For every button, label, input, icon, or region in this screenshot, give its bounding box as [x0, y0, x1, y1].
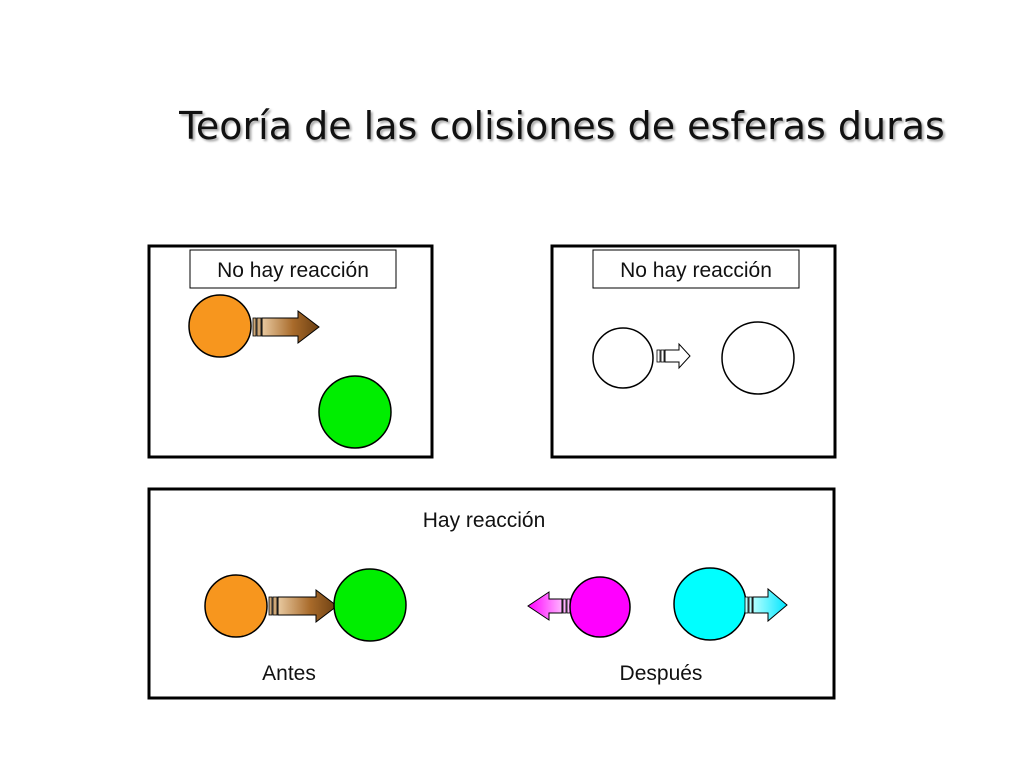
white-sphere-left — [592, 327, 654, 389]
brown-arrow-icon — [252, 309, 320, 345]
magenta-sphere — [569, 576, 631, 638]
brown-arrow-icon — [268, 588, 338, 624]
before-label: Antes — [262, 662, 316, 685]
after-label: Después — [620, 662, 703, 685]
orange-sphere — [204, 574, 268, 638]
label-box — [592, 249, 800, 289]
white-sphere-right — [721, 321, 795, 395]
panel-no-reaction-left: No hay reacción — [147, 244, 434, 459]
panel-label: No hay reacción — [620, 259, 772, 282]
panel-label: Hay reacción — [423, 509, 546, 532]
cyan-arrow-icon — [744, 587, 788, 623]
magenta-arrow-icon — [527, 591, 571, 621]
panel-reaction: Hay reacción Antes Después — [147, 487, 836, 700]
orange-sphere — [188, 294, 252, 358]
slide-title: Teoría de las colisiones de esferas dura… — [179, 104, 945, 148]
panel-no-reaction-right: No hay reacción — [550, 244, 837, 459]
cyan-sphere — [673, 567, 747, 641]
white-arrow-icon — [656, 342, 691, 370]
green-sphere — [333, 568, 407, 642]
label-box — [189, 249, 397, 289]
panel-label: No hay reacción — [217, 259, 369, 282]
green-sphere — [318, 375, 392, 449]
